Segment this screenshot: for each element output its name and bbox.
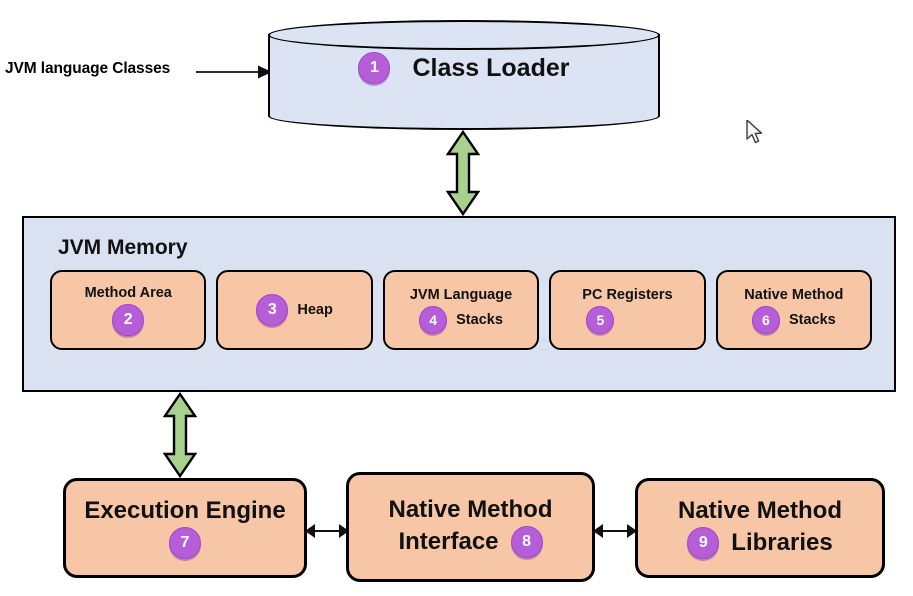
memory-region-pc-registers[interactable]: PC Registers 5 bbox=[549, 270, 706, 350]
memory-region-label: Method Area bbox=[84, 285, 172, 302]
badge-4: 4 bbox=[419, 305, 448, 334]
native-method-interface-label-line2: Interface bbox=[398, 528, 499, 555]
badge-7: 7 bbox=[169, 527, 201, 560]
native-method-libraries-box[interactable]: Native Method 9 Libraries bbox=[635, 478, 885, 578]
memory-region-row: 3 Heap bbox=[256, 294, 333, 326]
interface-libraries-double-arrow-icon bbox=[593, 524, 637, 538]
memory-region-jvm-language-stacks[interactable]: JVM Language 4 Stacks bbox=[382, 270, 540, 350]
native-method-libraries-label-line1: Native Method bbox=[677, 496, 842, 524]
class-loader-label-group: 1 Class Loader bbox=[268, 20, 660, 116]
memory-region-label-line1: JVM Language bbox=[409, 287, 513, 304]
badge-5: 5 bbox=[586, 305, 615, 334]
memory-region-label: Heap bbox=[297, 301, 333, 318]
arrow-cursor-icon bbox=[746, 120, 763, 144]
memory-region-label: PC Registers bbox=[582, 287, 673, 304]
badge-3: 3 bbox=[256, 294, 289, 326]
native-method-interface-box[interactable]: Native Method Interface 8 bbox=[346, 472, 595, 582]
memory-region-row: 4 Stacks bbox=[419, 305, 503, 334]
badge-1: 1 bbox=[358, 52, 391, 84]
memory-region-native-method-stacks[interactable]: Native Method 6 Stacks bbox=[715, 270, 873, 350]
execution-engine-box[interactable]: Execution Engine 7 bbox=[63, 478, 307, 578]
memory-region-label-line1: Native Method bbox=[744, 287, 844, 304]
badge-8: 8 bbox=[510, 526, 543, 559]
cylinder-top-ellipse bbox=[268, 20, 660, 50]
jvm-memory-regions: Method Area 2 3 Heap JVM Language 4 Stac… bbox=[50, 270, 873, 350]
input-label: JVM language Classes bbox=[5, 60, 171, 77]
class-loader-shape[interactable]: 1 Class Loader bbox=[268, 20, 660, 130]
loader-memory-double-arrow-icon bbox=[446, 130, 480, 216]
jvm-memory-panel: JVM Memory Method Area 2 3 Heap JVM Lang… bbox=[22, 216, 896, 392]
native-method-interface-label-line1: Native Method bbox=[388, 495, 553, 523]
native-method-interface-row: Interface 8 bbox=[398, 526, 543, 559]
badge-9: 9 bbox=[687, 527, 720, 560]
class-loader-label: Class Loader bbox=[412, 53, 570, 82]
native-method-libraries-label-line2: Libraries bbox=[731, 529, 833, 556]
engine-interface-double-arrow-icon bbox=[305, 524, 349, 538]
badge-2: 2 bbox=[112, 303, 145, 336]
jvm-memory-title: JVM Memory bbox=[58, 236, 188, 259]
memory-region-label-line2: Stacks bbox=[456, 311, 503, 328]
input-arrow-icon bbox=[196, 65, 272, 79]
memory-region-method-area[interactable]: Method Area 2 bbox=[50, 270, 207, 350]
badge-6: 6 bbox=[751, 305, 780, 334]
memory-region-row: 6 Stacks bbox=[751, 305, 836, 334]
memory-region-label-line2: Stacks bbox=[788, 311, 836, 328]
native-method-libraries-row: 9 Libraries bbox=[687, 527, 833, 560]
memory-region-heap[interactable]: 3 Heap bbox=[216, 270, 373, 350]
memory-engine-double-arrow-icon bbox=[163, 392, 197, 478]
execution-engine-label: Execution Engine bbox=[84, 496, 286, 524]
